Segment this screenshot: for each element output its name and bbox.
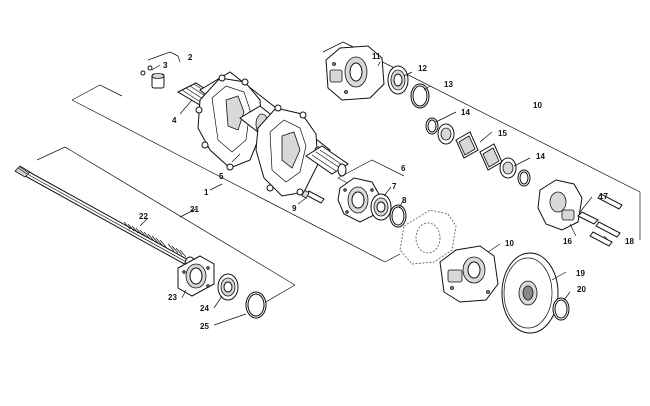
bolt-part-9 xyxy=(301,189,325,204)
spacer-part-14 xyxy=(437,123,455,145)
callout-10-lower: 10 xyxy=(505,239,514,248)
callout-7: 7 xyxy=(392,182,397,191)
callout-3: 3 xyxy=(163,61,168,70)
bearing-plate-part-6 xyxy=(337,177,381,223)
shaft-splines xyxy=(123,221,187,258)
callout-18: 18 xyxy=(625,237,634,246)
callout-14-lower: 14 xyxy=(536,152,545,161)
callout-10-top: 10 xyxy=(533,101,542,110)
callout-2: 2 xyxy=(188,53,193,62)
lower-drive-shaft xyxy=(14,165,196,272)
callout-6: 6 xyxy=(401,164,406,173)
callout-labels: 1 2 3 4 5 6 7 8 9 10 10 11 12 13 14 14 1… xyxy=(139,52,634,331)
callout-4: 4 xyxy=(172,116,177,125)
snap-ring-part-20 xyxy=(552,297,570,321)
callout-19: 19 xyxy=(576,269,585,278)
brake-pads-part-15 xyxy=(455,131,503,171)
main-drive-shaft-assembly xyxy=(176,71,349,197)
bushing-part-3 xyxy=(140,65,165,89)
flange-hub-part-23 xyxy=(177,255,215,297)
callout-14-upper: 14 xyxy=(461,108,470,117)
leader-lines xyxy=(139,61,609,326)
o-ring-part-13 xyxy=(410,83,430,109)
brake-disc-part-19 xyxy=(501,252,559,334)
callout-16: 16 xyxy=(563,237,572,246)
callout-1: 1 xyxy=(204,188,209,197)
callout-5: 5 xyxy=(219,172,224,181)
gasket-outline xyxy=(399,209,457,265)
callout-21: 21 xyxy=(190,205,199,214)
callout-9: 9 xyxy=(292,204,297,213)
callout-17: 17 xyxy=(599,192,608,201)
callout-24: 24 xyxy=(200,304,209,313)
bearing-part-24 xyxy=(217,273,239,301)
bolts-part-17-18 xyxy=(577,193,623,247)
callout-8: 8 xyxy=(402,196,407,205)
spacer-part-14-right xyxy=(499,157,531,187)
upper-caliper-housing-part-11 xyxy=(325,45,385,101)
seal-part-7 xyxy=(370,193,392,221)
callout-23: 23 xyxy=(168,293,177,302)
callout-22: 22 xyxy=(139,212,148,221)
bearing-part-12 xyxy=(387,65,409,95)
ring-part-14-left xyxy=(425,117,439,135)
callout-12: 12 xyxy=(418,64,427,73)
snap-ring-part-25 xyxy=(245,291,267,319)
callout-20: 20 xyxy=(577,285,586,294)
callout-15: 15 xyxy=(498,129,507,138)
o-ring-part-8 xyxy=(389,204,407,228)
caliper-body-part-16 xyxy=(537,179,583,231)
callout-13: 13 xyxy=(444,80,453,89)
callout-11: 11 xyxy=(372,52,381,61)
lower-caliper-housing xyxy=(439,245,499,303)
callout-25: 25 xyxy=(200,322,209,331)
